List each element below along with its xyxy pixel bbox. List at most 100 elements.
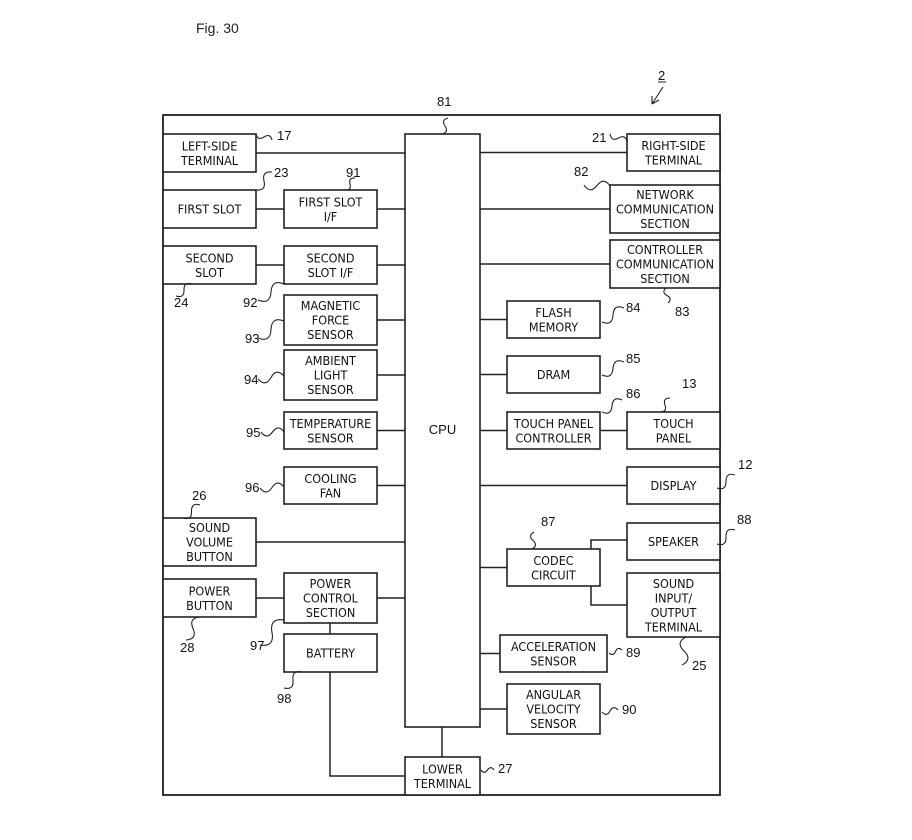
second-slot-if-label: SECOND bbox=[306, 250, 354, 265]
right-side-terminal-ref-numeral: 21 bbox=[592, 130, 606, 145]
acceleration-sensor-box bbox=[499, 634, 608, 673]
battery-leader-line bbox=[283, 671, 303, 689]
sound-io-terminal-ref-numeral: 25 bbox=[692, 658, 706, 673]
speaker-leader-line bbox=[716, 528, 736, 546]
touch-panel-label: PANEL bbox=[656, 430, 692, 445]
battery-label: BATTERY bbox=[306, 646, 355, 661]
touch-panel-controller-leader-line bbox=[601, 398, 623, 414]
magnetic-force-sensor-ref-numeral: 93 bbox=[245, 331, 259, 346]
right-side-terminal-label: RIGHT-SIDE bbox=[641, 138, 705, 153]
display-ref-numeral: 12 bbox=[738, 457, 752, 472]
cpu-block: CPU bbox=[404, 133, 481, 728]
speaker-block: SPEAKER bbox=[626, 522, 721, 561]
sound-volume-button-label: BUTTON bbox=[186, 549, 233, 564]
network-communication-section-label: NETWORK bbox=[636, 187, 694, 202]
codec-circuit-ref-numeral: 87 bbox=[541, 514, 555, 529]
codec-circuit-box bbox=[506, 548, 601, 587]
ambient-light-sensor-box bbox=[283, 349, 378, 401]
sound-volume-button-label: VOLUME bbox=[186, 535, 233, 550]
codec-circuit-label: CODEC bbox=[533, 553, 573, 568]
power-control-section-label: SECTION bbox=[306, 605, 356, 620]
controller-communication-section-box bbox=[609, 239, 721, 289]
speaker-ref-numeral: 88 bbox=[737, 512, 751, 527]
first-slot-if-box bbox=[283, 189, 378, 229]
cooling-fan-box bbox=[283, 466, 378, 505]
left-side-terminal-label: TERMINAL bbox=[180, 153, 239, 168]
speaker-label: SPEAKER bbox=[648, 534, 699, 549]
magnetic-force-sensor-label: MAGNETIC bbox=[301, 298, 361, 313]
network-communication-section-leader-line bbox=[583, 180, 611, 191]
lower-terminal-label: LOWER bbox=[422, 761, 463, 776]
first-slot-if-leader-line bbox=[344, 177, 356, 191]
dram-box bbox=[506, 355, 601, 394]
controller-communication-section-label: CONTROLLER bbox=[627, 242, 703, 257]
device-ref-numeral: 2 bbox=[658, 68, 665, 83]
power-button-box bbox=[162, 578, 257, 618]
cpu-ref-numeral: 81 bbox=[437, 94, 451, 109]
lower-terminal-leader-line bbox=[480, 767, 495, 773]
sound-io-terminal-label: TERMINAL bbox=[644, 619, 703, 634]
second-slot-box bbox=[162, 245, 257, 285]
touch-panel-controller-box bbox=[506, 411, 601, 450]
flash-memory-leader-line bbox=[601, 306, 625, 324]
dram-label: DRAM bbox=[537, 367, 570, 382]
display-block: DISPLAY bbox=[626, 466, 721, 505]
second-slot-if-label: SLOT I/F bbox=[308, 265, 354, 280]
dram-block: DRAM bbox=[506, 355, 601, 394]
first-slot-label: FIRST SLOT bbox=[178, 202, 242, 217]
connection-lines bbox=[256, 151, 627, 777]
right-side-terminal-box bbox=[626, 133, 721, 172]
temperature-sensor-leader-line bbox=[260, 427, 285, 437]
power-button-ref-numeral: 28 bbox=[180, 640, 194, 655]
acceleration-sensor-label: ACCELERATION bbox=[511, 639, 596, 654]
second-slot-ref-numeral: 24 bbox=[174, 295, 188, 310]
touch-panel-controller-label: TOUCH PANEL bbox=[513, 416, 594, 431]
temperature-sensor-label: TEMPERATURE bbox=[289, 416, 372, 431]
controller-communication-section-ref-numeral: 83 bbox=[675, 304, 689, 319]
angular-velocity-sensor-ref-numeral: 90 bbox=[622, 702, 636, 717]
acceleration-sensor-label: SENSOR bbox=[530, 653, 577, 668]
left-side-terminal-label: LEFT-SIDE bbox=[182, 138, 238, 153]
flash-memory-ref-numeral: 84 bbox=[626, 300, 640, 315]
cpu-label: CPU bbox=[429, 422, 456, 437]
network-communication-section-label: COMMUNICATION bbox=[616, 202, 714, 217]
touch-panel-leader-line bbox=[659, 397, 671, 413]
controller-communication-section-label: COMMUNICATION bbox=[616, 257, 714, 272]
right-side-terminal-label: TERMINAL bbox=[644, 152, 703, 167]
first-slot-ref-numeral: 23 bbox=[274, 165, 288, 180]
power-control-section-label: CONTROL bbox=[303, 591, 359, 606]
power-button-leader-line bbox=[185, 616, 201, 641]
left-side-terminal-leader-line bbox=[255, 133, 273, 141]
sound-volume-button-leader-line bbox=[182, 503, 201, 520]
magnetic-force-sensor-label: FORCE bbox=[312, 313, 349, 328]
codec-circuit-label: CIRCUIT bbox=[531, 567, 576, 582]
ambient-light-sensor-label: LIGHT bbox=[314, 368, 348, 383]
cooling-fan-ref-numeral: 96 bbox=[245, 480, 259, 495]
power-control-section-ref-numeral: 97 bbox=[250, 638, 264, 653]
display-label: DISPLAY bbox=[650, 478, 696, 493]
sound-io-terminal-label: INPUT/ bbox=[655, 590, 693, 605]
wire-codec-speaker bbox=[590, 539, 627, 549]
second-slot-label: SLOT bbox=[195, 265, 224, 280]
speaker-box bbox=[626, 522, 721, 561]
right-side-terminal-leader-line bbox=[609, 133, 628, 143]
cooling-fan-label: FAN bbox=[320, 485, 341, 500]
sound-volume-button-label: SOUND bbox=[189, 520, 230, 535]
ambient-light-sensor-label: AMBIENT bbox=[305, 353, 356, 368]
angular-velocity-sensor-label: SENSOR bbox=[530, 716, 577, 731]
second-slot-leader-line bbox=[175, 282, 193, 298]
sound-volume-button-ref-numeral: 26 bbox=[192, 488, 206, 503]
